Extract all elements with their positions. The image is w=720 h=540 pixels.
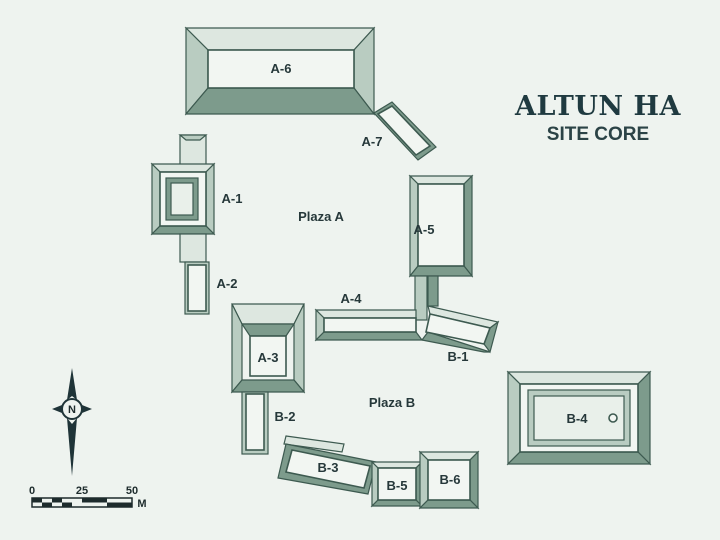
label-b2: B-2	[275, 409, 296, 424]
label-a1: A-1	[222, 191, 243, 206]
label-b3: B-3	[318, 460, 339, 475]
label-b1: B-1	[448, 349, 469, 364]
scale-unit: M	[137, 498, 146, 510]
structure-b3[interactable]: B-3	[277, 435, 377, 495]
structure-b5[interactable]: B-5	[370, 460, 424, 508]
compass-label: N	[68, 404, 76, 416]
label-a7: A-7	[362, 134, 383, 149]
scale-tick-25: 25	[76, 485, 88, 497]
label-a5: A-5	[414, 222, 435, 237]
label-a4: A-4	[341, 291, 363, 306]
label-b4: B-4	[567, 411, 589, 426]
structure-b2[interactable]: B-2	[241, 391, 296, 455]
label-b5: B-5	[387, 478, 408, 493]
scale-bar: 0 25 50 M	[29, 485, 147, 510]
structure-b6[interactable]: B-6	[418, 450, 480, 510]
structure-a1[interactable]: A-1	[150, 134, 243, 263]
structure-a6[interactable]: A-6	[184, 26, 376, 116]
structure-b1[interactable]: B-1	[420, 305, 500, 364]
label-b6: B-6	[440, 472, 461, 487]
north-arrow-icon: N	[52, 368, 92, 476]
structure-a4[interactable]: A-4	[314, 275, 439, 342]
label-a3: A-3	[258, 350, 279, 365]
plaza-b-label: Plaza B	[369, 395, 415, 410]
label-a6: A-6	[271, 61, 292, 76]
label-a2: A-2	[217, 276, 238, 291]
structure-b4[interactable]: B-4	[506, 370, 652, 466]
structure-a5[interactable]: A-5	[408, 174, 474, 278]
structure-a3[interactable]: A-3	[230, 303, 306, 394]
scale-tick-50: 50	[126, 485, 138, 497]
structure-a2[interactable]: A-2	[184, 261, 238, 315]
map-subtitle: SITE CORE	[547, 124, 649, 145]
scale-tick-0: 0	[29, 485, 35, 497]
plaza-a-label: Plaza A	[298, 209, 344, 224]
map-title: ALTUN HA	[514, 91, 681, 122]
structure-a7[interactable]: A-7	[362, 101, 437, 161]
